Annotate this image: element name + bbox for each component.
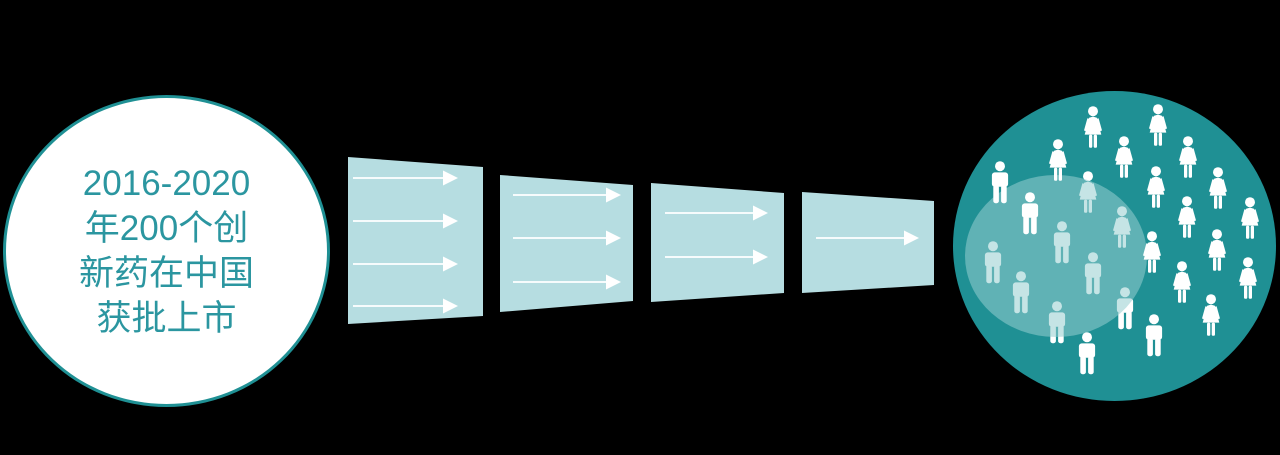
funnel-segment <box>348 157 483 324</box>
flow-arrow-head-icon <box>753 249 768 265</box>
funnel <box>348 157 934 324</box>
bubble-text-line-4: 获批上市 <box>96 299 237 338</box>
flow-arrow-head-icon <box>606 230 621 246</box>
funnel-segment <box>802 192 934 293</box>
source-bubble: 2016-2020 年200个创 新药在中国 获批上市 <box>3 95 330 407</box>
funnel-segment <box>500 175 633 312</box>
highlight-ellipse <box>965 175 1147 337</box>
population-circle-group <box>953 91 1276 401</box>
flow-arrow-head-icon <box>443 256 458 272</box>
flow-arrow-head-icon <box>606 187 621 203</box>
flow-arrow-head-icon <box>904 230 919 246</box>
bubble-text-line-2: 年200个创 <box>84 209 249 248</box>
flow-arrow-head-icon <box>443 170 458 186</box>
bubble-text-line-3: 新药在中国 <box>78 254 254 293</box>
flow-arrow-head-icon <box>753 205 768 221</box>
flow-arrow-head-icon <box>443 213 458 229</box>
bubble-text-line-1: 2016-2020 <box>82 164 251 203</box>
flow-arrow-head-icon <box>606 274 621 290</box>
funnel-segment <box>651 183 784 302</box>
flow-arrow-head-icon <box>443 298 458 314</box>
